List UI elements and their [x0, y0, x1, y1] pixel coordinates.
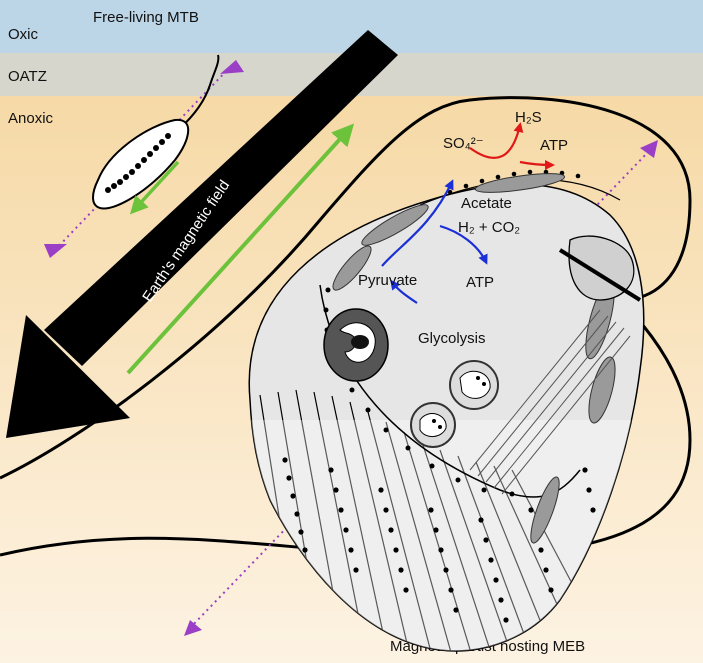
- motility-arrow: [129, 160, 180, 215]
- protist-cell: [248, 169, 645, 652]
- flagellum: [177, 54, 220, 131]
- label-atp-top: ATP: [540, 137, 568, 154]
- sulfate-pathway: [469, 122, 555, 170]
- label-pyruvate: Pyruvate: [358, 272, 417, 289]
- dipole-marker: [184, 620, 202, 636]
- label-h2s: H₂S: [515, 109, 542, 126]
- free-living-mtb-cell: [44, 54, 244, 258]
- title-free-living: Free-living MTB: [93, 9, 199, 26]
- zone-label-oxic: Oxic: [8, 26, 39, 43]
- nucleus-icon: [323, 308, 389, 382]
- metabolic-pathway: [381, 179, 488, 304]
- oxic-band: [0, 0, 703, 53]
- motility-arrow: [126, 123, 355, 375]
- dipole-marker: [220, 60, 244, 74]
- dipole-axis: [54, 64, 233, 251]
- label-atp-middle: ATP: [466, 274, 494, 291]
- label-glycolysis: Glycolysis: [418, 330, 486, 347]
- dipole-marker: [44, 244, 67, 258]
- label-sulfate: SO₄²⁻: [443, 135, 484, 152]
- label-h2-co2: H₂ + CO₂: [458, 219, 520, 236]
- label-acetate: Acetate: [461, 195, 512, 212]
- zone-label-anoxic: Anoxic: [8, 110, 54, 127]
- vacuole-icon: [410, 360, 499, 448]
- zone-label-oatz: OATZ: [8, 68, 47, 85]
- dipole-marker: [640, 140, 658, 158]
